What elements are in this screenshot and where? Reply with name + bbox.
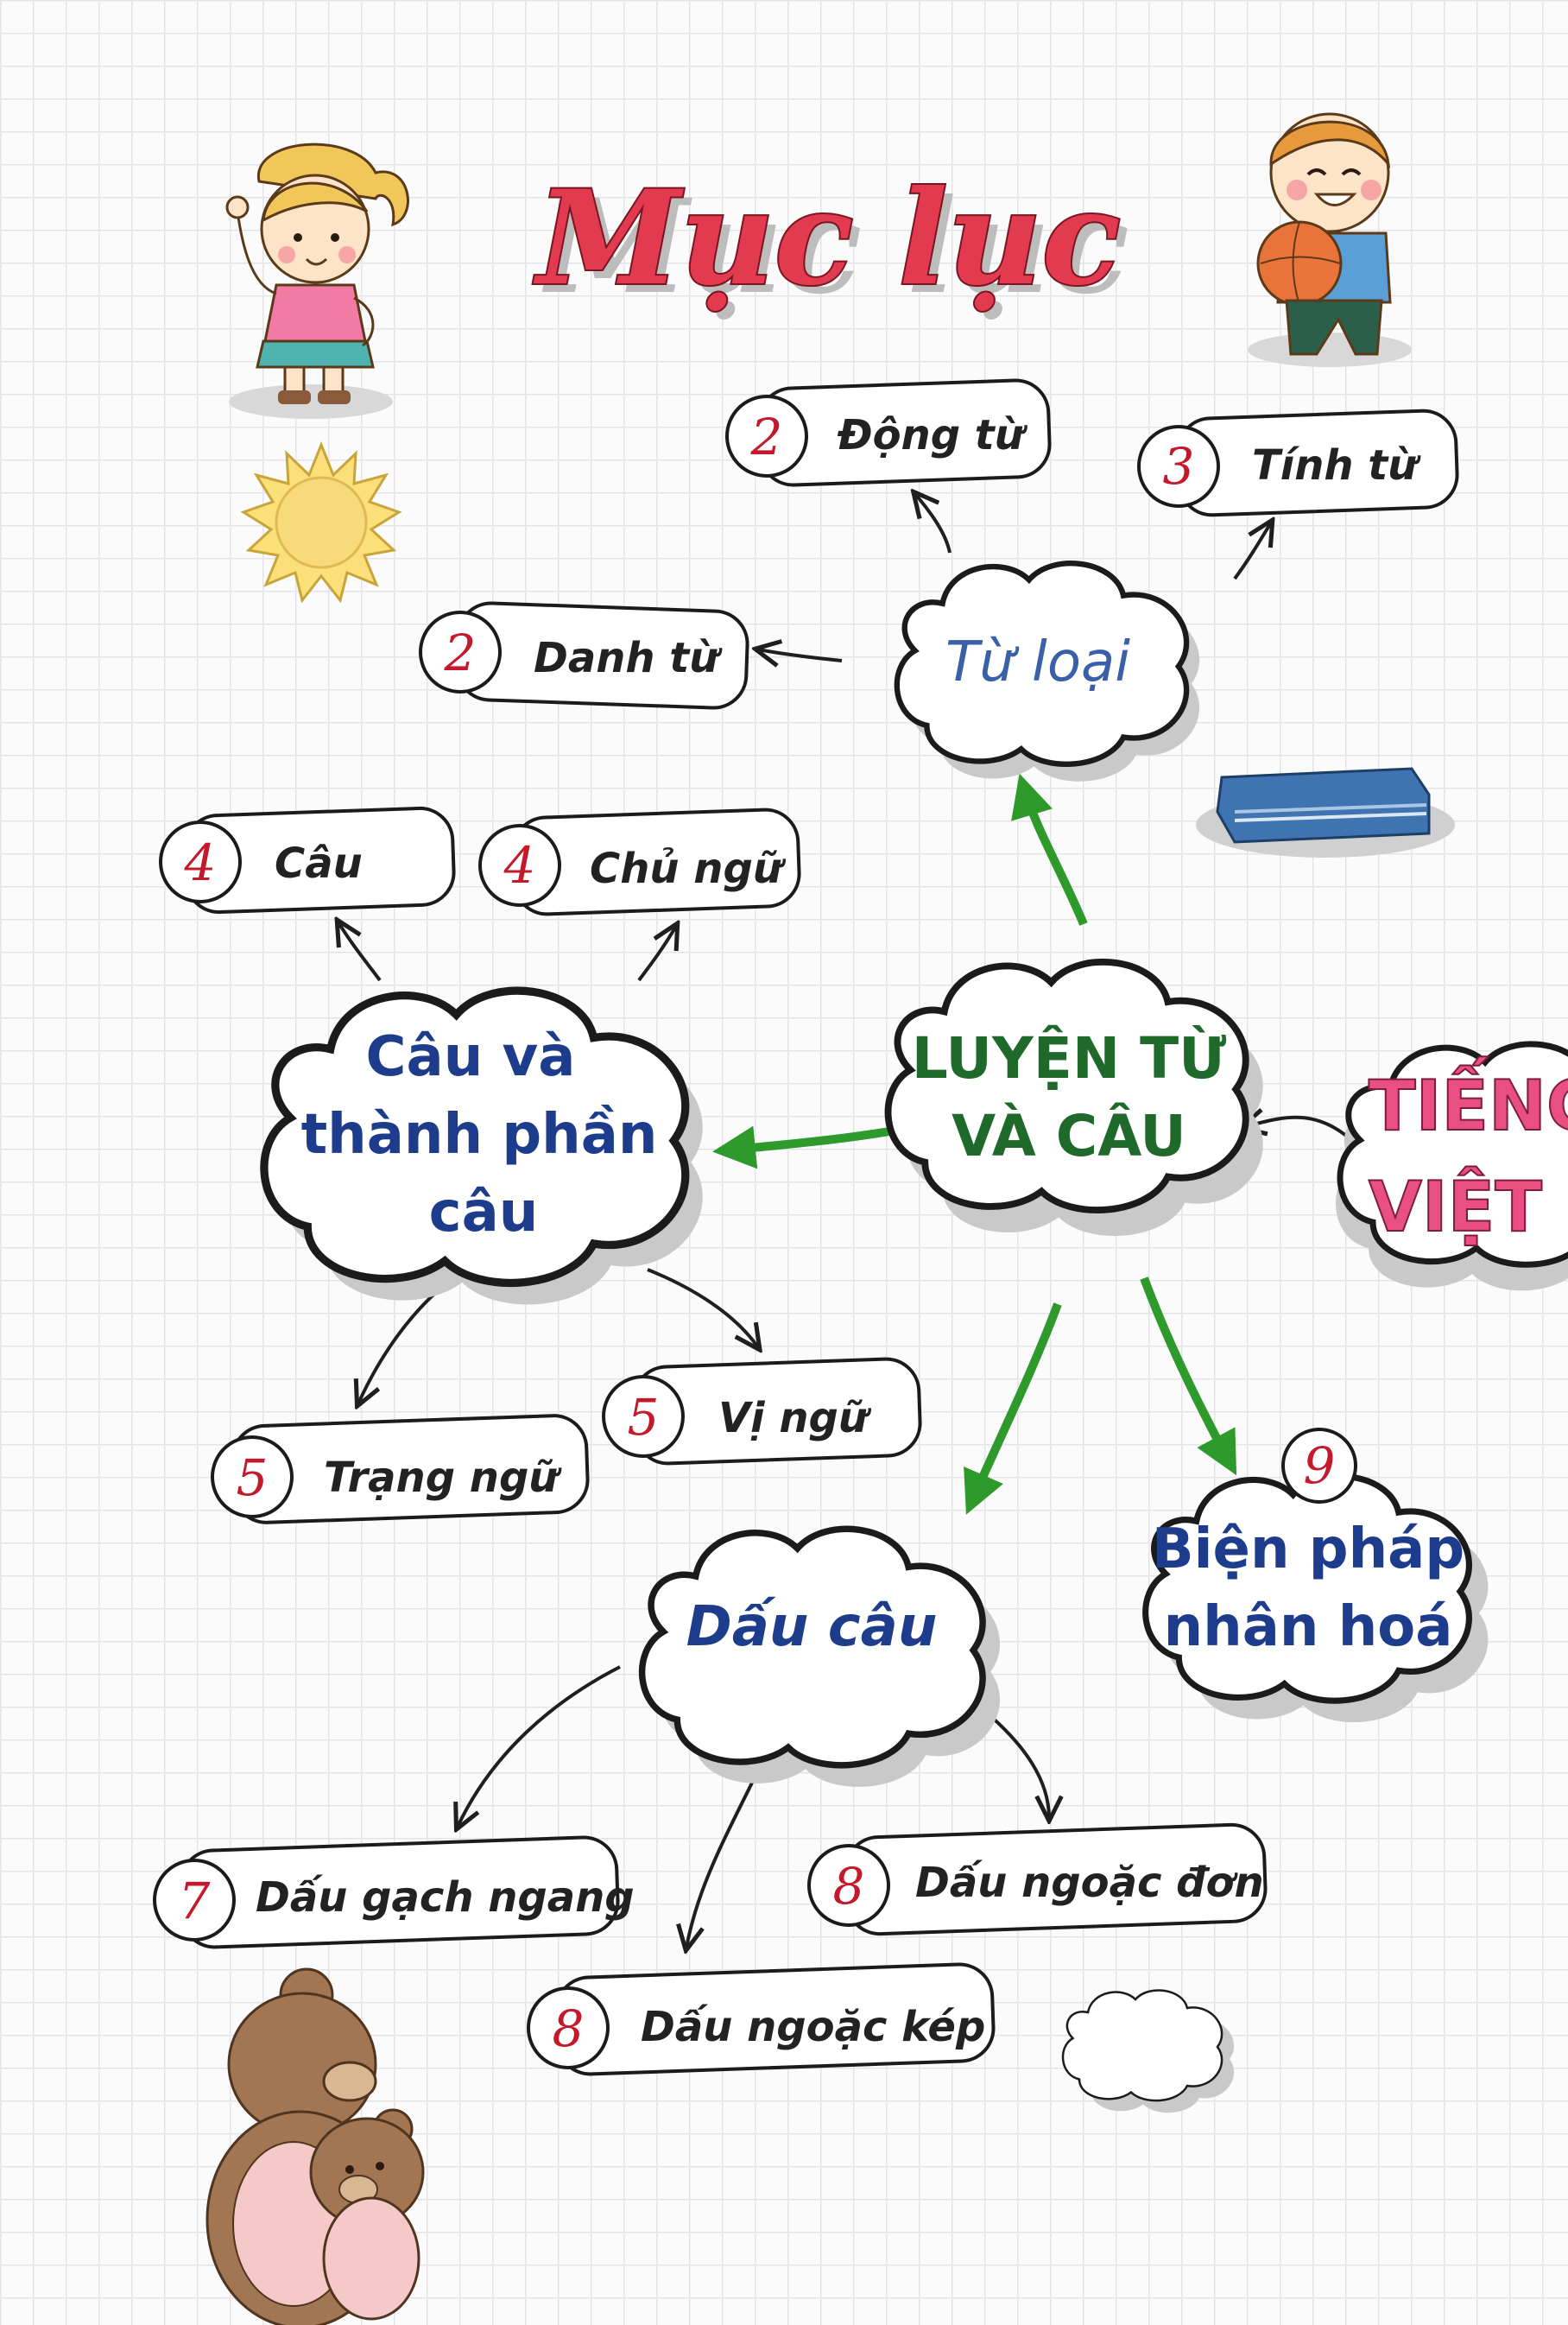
svg-text:Mục lục: Mục lục (533, 162, 1121, 314)
topic-danh-tu[interactable]: 2 Danh từ (419, 601, 749, 710)
topic-tinh-tu[interactable]: 3 Tính từ (1137, 409, 1459, 517)
cloud-center-line1: LUYỆN TỪ (912, 1024, 1227, 1092)
page-number: 4 (503, 836, 536, 895)
cloud-nhan-hoa-line1: Biện pháp (1152, 1517, 1464, 1581)
page-number: 8 (553, 1999, 585, 2058)
page-number: 2 (444, 624, 477, 682)
topic-label: Câu (275, 839, 363, 888)
cloud-cau-thanh-phan[interactable]: Câu và thành phần câu (264, 991, 703, 1305)
page-number: 7 (179, 1872, 211, 1930)
cloud-cau-line1: Câu và (366, 1025, 576, 1089)
page-title: Mục lục Mục lục (531, 161, 1129, 323)
topic-label: Chủ ngữ (590, 845, 787, 893)
topic-vi-ngu[interactable]: 5 Vị ngữ (602, 1357, 922, 1466)
topic-label: Danh từ (534, 634, 723, 682)
svg-text:Mục lục: Mục lục (541, 171, 1129, 323)
topic-label: Vị ngữ (718, 1394, 872, 1442)
cloud-center-line2: VÀ CÂU (952, 1102, 1186, 1169)
page-number: 2 (750, 408, 783, 466)
page-number: 5 (628, 1388, 660, 1447)
arrows-green (712, 773, 1237, 1515)
bears-illustration (205, 1967, 425, 2325)
cloud-dau-cau-label: Dấu câu (686, 1595, 938, 1659)
cloud-nhan-hoa-line2: nhân hoá (1164, 1595, 1453, 1659)
topic-cau[interactable]: 4 Câu (159, 806, 456, 915)
cloud-tu-loai[interactable]: Từ loại (897, 563, 1200, 782)
page-number: 3 (1163, 437, 1195, 496)
cloud-luyen-tu-va-cau[interactable]: LUYỆN TỪ VÀ CÂU (888, 962, 1263, 1237)
book-icon (1196, 767, 1455, 858)
topic-dong-tu[interactable]: 2 Động từ (725, 378, 1052, 487)
page-circle (1281, 1428, 1357, 1504)
sun-icon (240, 440, 402, 604)
small-cloud-icon (1061, 1988, 1235, 2113)
cloud-cau-line2: thành phần (301, 1103, 658, 1167)
cloud-dau-cau[interactable]: Dấu câu (642, 1529, 1001, 1787)
page-number: 5 (237, 1448, 269, 1507)
cloud-tu-loai-label: Từ loại (945, 630, 1130, 694)
topic-label: Dấu ngoặc kép (641, 2003, 985, 2051)
boy-with-ball-illustration (1248, 112, 1412, 367)
cloud-nhan-hoa[interactable]: Biện pháp nhân hoá 9 (1146, 1428, 1489, 1723)
cloud-tieng-viet-line2: VIỆT (1369, 1166, 1542, 1247)
topic-label: Tính từ (1252, 441, 1421, 490)
topic-dau-gach-ngang[interactable]: 7 Dấu gạch ngang (153, 1835, 635, 1949)
topic-chu-ngu[interactable]: 4 Chủ ngữ (478, 808, 801, 916)
page-number: 8 (833, 1857, 865, 1916)
cloud-tieng-viet[interactable]: TIẾNG VIỆT (1336, 1044, 1568, 1291)
topic-dau-ngoac-kep[interactable]: 8 Dấu ngoặc kép (527, 1962, 996, 2076)
topic-label: Trạng ngữ (324, 1454, 562, 1502)
topic-label: Động từ (837, 411, 1028, 459)
topic-trang-ngu[interactable]: 5 Trạng ngữ (211, 1414, 590, 1524)
page-number: 9 (1304, 1436, 1336, 1495)
cloud-cau-line3: câu (429, 1181, 539, 1245)
topic-label: Dấu ngoặc đơn (915, 1859, 1264, 1907)
topic-label: Dấu gạch ngang (256, 1873, 635, 1922)
topic-dau-ngoac-don[interactable]: 8 Dấu ngoặc đơn (807, 1822, 1268, 1936)
girl-illustration (225, 143, 409, 419)
page-number: 4 (184, 833, 217, 892)
cloud-tieng-viet-line1: TIẾNG (1369, 1056, 1568, 1146)
